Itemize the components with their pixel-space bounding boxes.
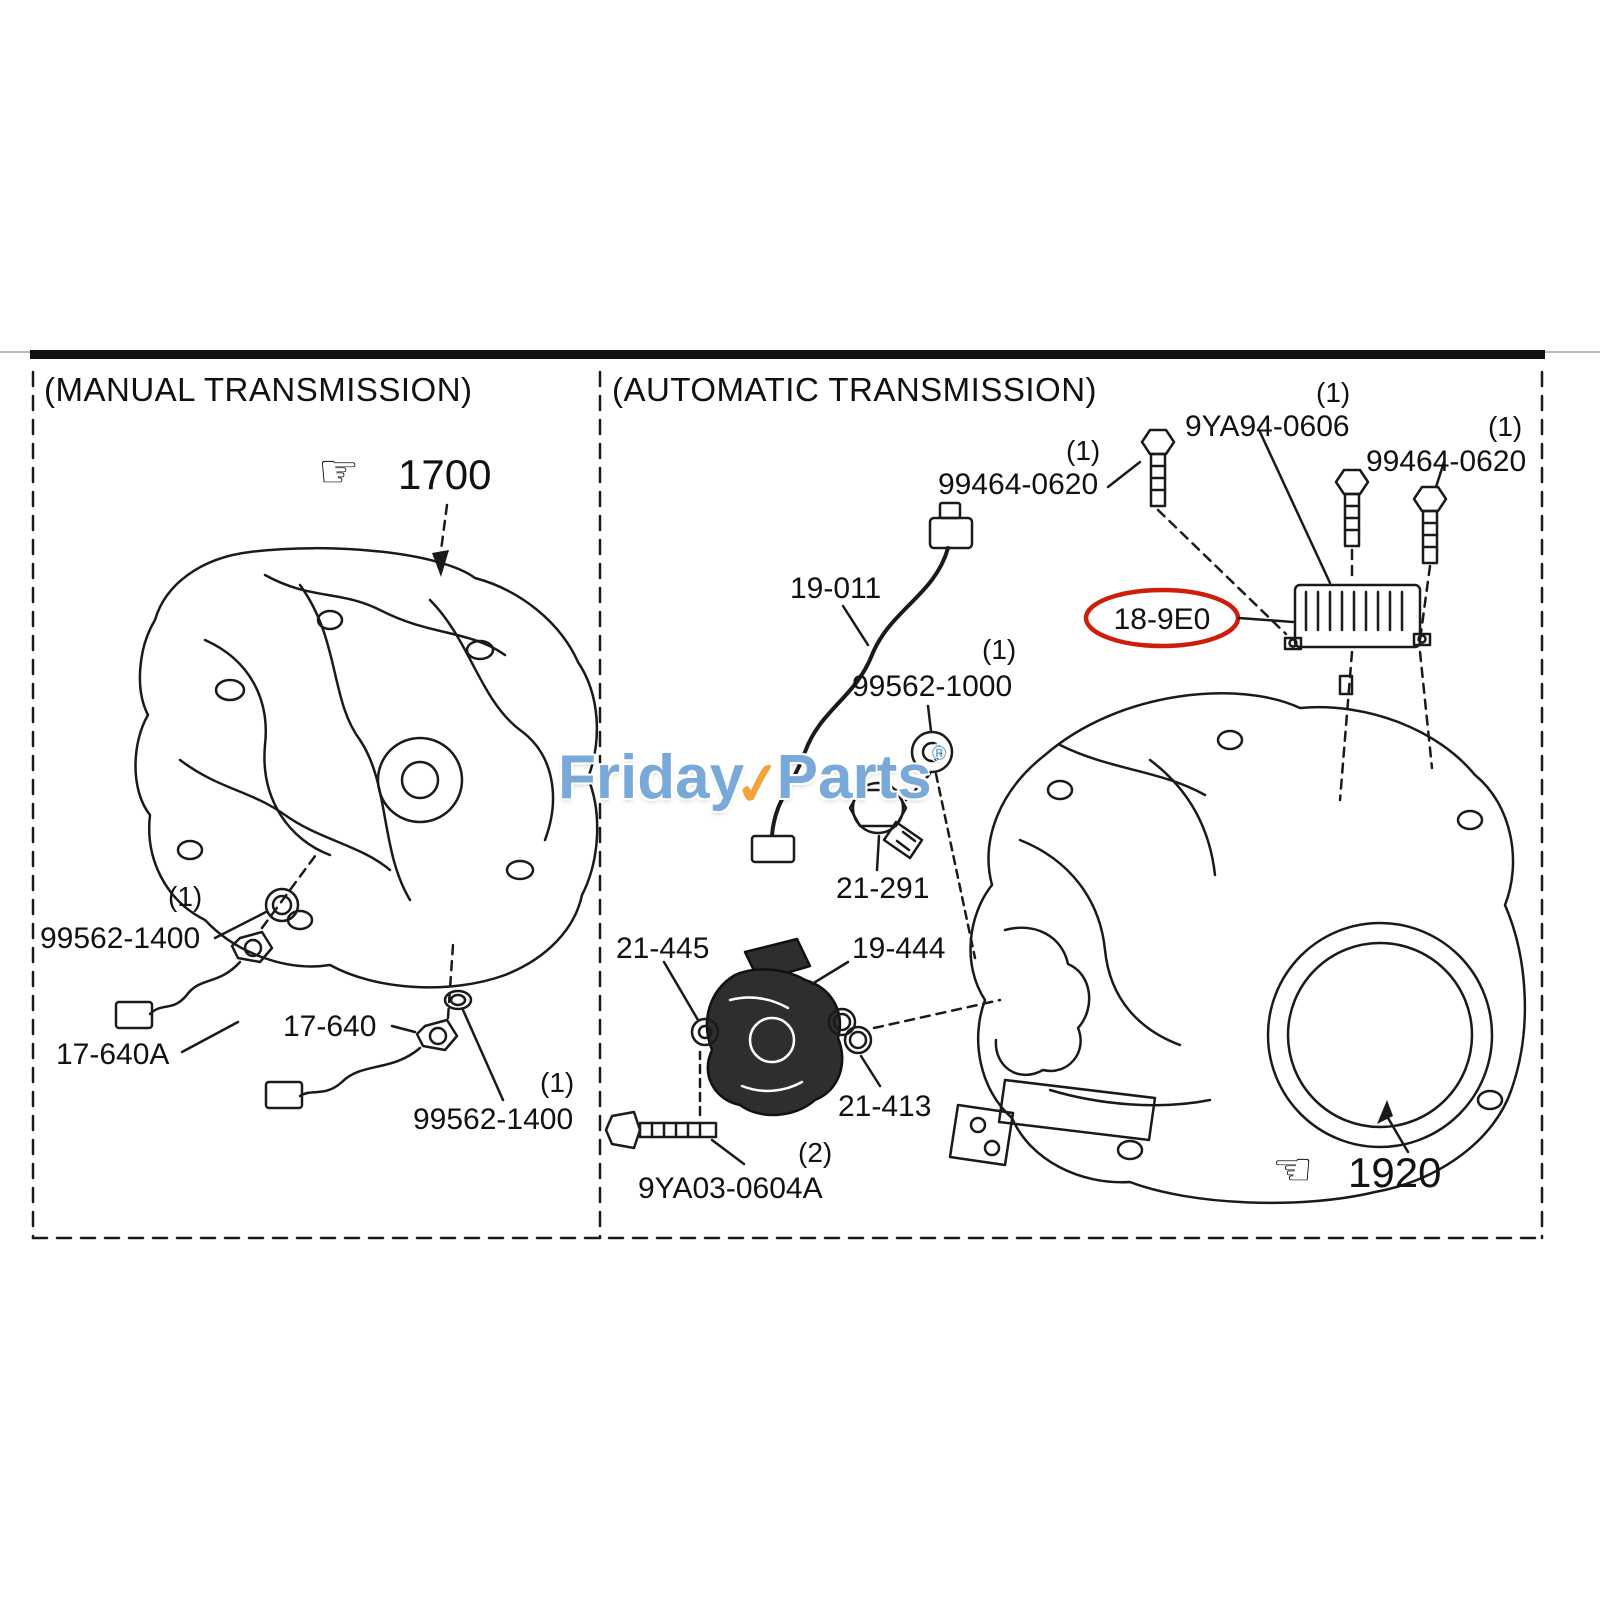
- part-label-21-413: 21-413: [838, 1090, 932, 1123]
- part-label-99464-0620-right: 99464-0620: [1366, 445, 1527, 478]
- top-bar: [30, 350, 1545, 359]
- watermark-word2: Parts: [776, 743, 932, 812]
- switch-drawing: [848, 704, 977, 960]
- part-label-9YA94-0606: 9YA94-0606: [1185, 410, 1350, 443]
- part-label-99562-1000: 99562-1000: [852, 670, 1013, 703]
- harness-drawing: [750, 501, 974, 864]
- part-label-21-445: 21-445: [616, 932, 710, 965]
- qty-99562-1400-lower: (1): [540, 1067, 575, 1098]
- part-label-19-444: 19-444: [852, 932, 946, 965]
- watermark-swoosh-icon: ✓: [729, 748, 787, 821]
- part-label-21-291: 21-291: [836, 872, 930, 905]
- part-label-9YA03-0604A: 9YA03-0604A: [638, 1172, 823, 1205]
- range-sensor-drawing: [604, 937, 1002, 1166]
- part-label-18-9E0-highlighted: 18-9E0: [1113, 603, 1211, 636]
- manual-sensors-drawing: [114, 850, 505, 1110]
- part-label-17-640A: 17-640A: [56, 1038, 170, 1071]
- part-label-1700: 1700: [398, 451, 492, 498]
- manual-housing-drawing: [134, 503, 599, 989]
- pointer-hand-icon: ☜: [1272, 1143, 1314, 1195]
- part-label-19-011: 19-011: [790, 572, 882, 605]
- qty-9YA94-0606: (1): [1316, 377, 1351, 408]
- tcm-assembly-drawing: [1083, 428, 1448, 802]
- part-label-1920: 1920: [1348, 1149, 1442, 1196]
- registered-mark: ®: [931, 743, 947, 765]
- part-label-99562-1400-lower: 99562-1400: [413, 1103, 574, 1136]
- watermark-logo: Friday✓Parts®: [558, 742, 947, 821]
- qty-99464-0620-right: (1): [1488, 411, 1523, 442]
- part-label-99562-1400-upper: 99562-1400: [40, 922, 201, 955]
- dashed-frame: [31, 370, 1544, 1240]
- automatic-housing-drawing: [948, 692, 1527, 1205]
- part-label-99464-0620-left: 99464-0620: [938, 468, 1099, 501]
- qty-99562-1000: (1): [982, 634, 1017, 665]
- watermark-word1: Friday: [558, 743, 745, 812]
- part-label-17-640: 17-640: [283, 1010, 377, 1043]
- qty-9YA03-0604A: (2): [798, 1137, 833, 1168]
- qty-99562-1400-upper: (1): [168, 881, 203, 912]
- pointer-hand-icon: ☞: [318, 445, 360, 497]
- automatic-section-title: (AUTOMATIC TRANSMISSION): [612, 371, 1098, 408]
- qty-99464-0620-left: (1): [1066, 435, 1101, 466]
- manual-section-title: (MANUAL TRANSMISSION): [44, 371, 473, 408]
